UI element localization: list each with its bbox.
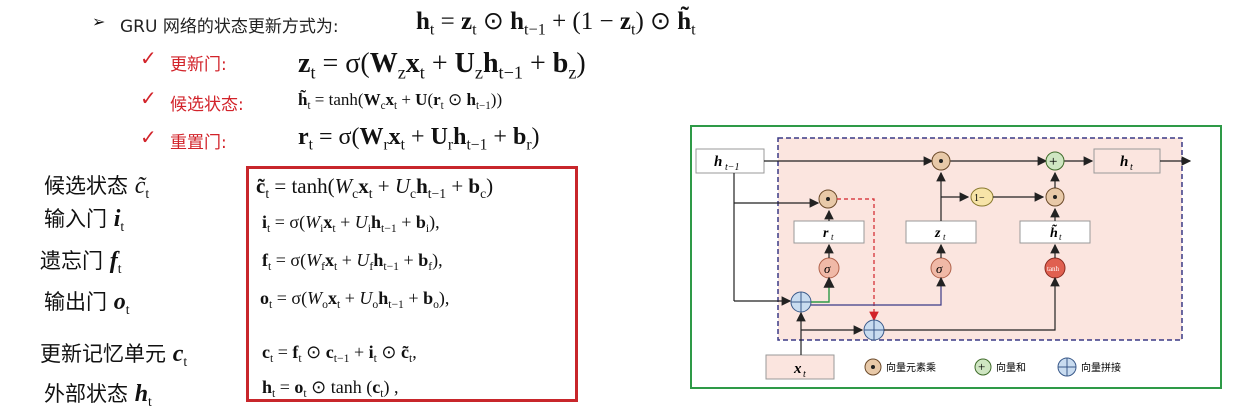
x-in-box bbox=[765, 354, 835, 380]
svg-text:h̃: h̃ bbox=[1050, 223, 1058, 241]
mul-circle-top bbox=[931, 151, 951, 171]
eq-external-state: ht = ot ⊙ tanh (ct) , bbox=[262, 377, 399, 401]
svg-text:r: r bbox=[823, 226, 829, 241]
r-box bbox=[793, 220, 865, 244]
h-out-box bbox=[1093, 148, 1161, 174]
candidate-state-formula: h̃t = tanh(Wcxt + U(rt ⊙ ht−1)) bbox=[298, 90, 503, 112]
update-gate-formula: zt = σ(Wzxt + Uzht−1 + bz) bbox=[298, 48, 586, 83]
svg-text:tanh: tanh bbox=[1047, 265, 1060, 273]
gru-header-text: GRU 网络的状态更新方式为: bbox=[120, 17, 339, 37]
eq-forget-gate: ft = σ(Wfxt + Ufht−1 + bf), bbox=[262, 250, 443, 274]
add-circle: + bbox=[1045, 151, 1065, 171]
bullet-arrow: ➢ bbox=[92, 14, 106, 31]
svg-text:向量元素乘: 向量元素乘 bbox=[886, 361, 936, 374]
lstm-label-input-gate: 输入门 it bbox=[44, 206, 125, 234]
x-in-sub: t bbox=[803, 369, 806, 380]
lstm-label-external-state: 外部状态 ht bbox=[44, 381, 152, 409]
svg-text:z: z bbox=[934, 226, 941, 241]
one-minus-circle: 1− bbox=[970, 187, 994, 207]
z-box bbox=[905, 220, 977, 244]
lstm-equations-box bbox=[246, 166, 578, 402]
svg-text:+: + bbox=[1049, 154, 1057, 170]
h-out-text: h bbox=[1120, 154, 1128, 170]
eq-candidate: c̃t = tanh(Wcxt + Ucht−1 + bc) bbox=[256, 174, 494, 201]
lstm-label-memory-cell: 更新记忆单元 ct bbox=[40, 341, 188, 369]
reset-gate-formula: rt = σ(Wrxt + Urht−1 + br) bbox=[298, 124, 540, 154]
lstm-label-forget-gate: 遗忘门 ft bbox=[40, 248, 122, 276]
sigma-circle-r: σ bbox=[818, 257, 840, 279]
legend-concat: 向量拼接 bbox=[1057, 357, 1121, 377]
svg-text:t: t bbox=[831, 232, 834, 242]
svg-text:t: t bbox=[1059, 232, 1062, 242]
svg-text:σ: σ bbox=[936, 261, 943, 276]
tanh-circle: tanh bbox=[1044, 257, 1066, 279]
gru-diagram: h t−1 h t + r t z t h̃ t σ σ bbox=[695, 137, 1192, 380]
gru-state-formula: ht = zt ⊙ ht−1 + (1 − zt) ⊙ h̃t bbox=[416, 8, 696, 39]
eq-input-gate: it = σ(Wixt + Uiht−1 + bi), bbox=[262, 212, 440, 236]
h-prev-text: h bbox=[714, 154, 722, 170]
h-prev-sub: t−1 bbox=[725, 162, 740, 173]
svg-text:向量和: 向量和 bbox=[996, 361, 1026, 374]
svg-text:+: + bbox=[978, 359, 985, 374]
svg-text:σ: σ bbox=[824, 261, 831, 276]
svg-text:t: t bbox=[943, 232, 946, 242]
mul-circle-z bbox=[1045, 187, 1065, 207]
reset-gate-label: 重置门: bbox=[170, 133, 227, 153]
eq-output-gate: ot = σ(Woxt + Uoht−1 + bo), bbox=[260, 288, 450, 312]
eq-memory-cell: ct = ft ⊙ ct−1 + it ⊙ c̃t, bbox=[262, 342, 417, 366]
candidate-state-label: 候选状态: bbox=[170, 95, 244, 115]
update-gate-label: 更新门: bbox=[170, 55, 227, 75]
gru-diagram-frame bbox=[690, 125, 1222, 389]
mul-circle-reset bbox=[818, 189, 838, 209]
h-out-sub: t bbox=[1130, 162, 1133, 173]
lstm-label-output-gate: 输出门 ot bbox=[44, 289, 130, 317]
check-icon: ✓ bbox=[140, 127, 157, 149]
legend-mul: 向量元素乘 bbox=[864, 358, 936, 376]
sigma-circle-z: σ bbox=[930, 257, 952, 279]
concat-circle-2 bbox=[863, 319, 885, 341]
svg-text:1−: 1− bbox=[974, 193, 985, 204]
x-in-text: x bbox=[793, 361, 802, 377]
legend-add: + 向量和 bbox=[974, 358, 1026, 376]
lstm-label-candidate: 候选状态 c̃t bbox=[44, 173, 150, 201]
concat-circle-1 bbox=[790, 291, 812, 313]
check-icon: ✓ bbox=[140, 48, 157, 70]
check-icon: ✓ bbox=[140, 88, 157, 110]
svg-text:向量拼接: 向量拼接 bbox=[1081, 361, 1121, 374]
